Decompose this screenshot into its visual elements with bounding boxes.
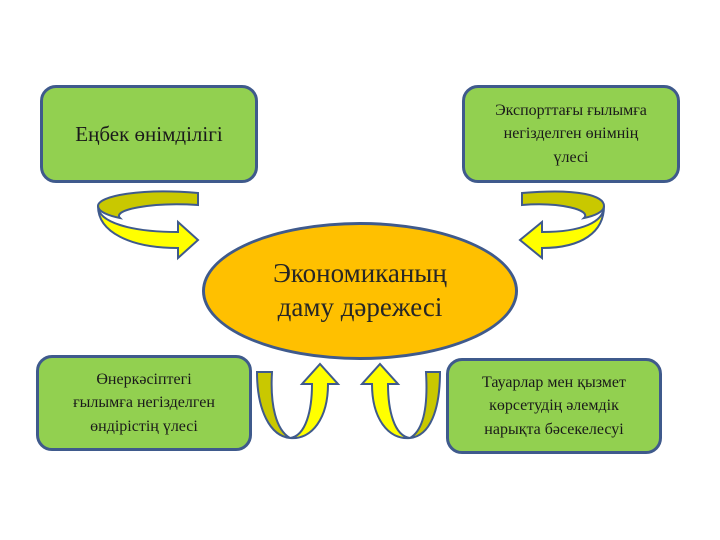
arrow-front-band: [97, 205, 200, 261]
box-label: Экспорттағы ғылымға негізделген өнімнің …: [495, 102, 647, 166]
arrow-back-band: [255, 371, 291, 439]
arrow-back-band: [521, 190, 606, 220]
arrow-front-band: [359, 362, 411, 440]
center-ellipse: Экономиканың даму дәрежесі: [202, 222, 518, 360]
box-market-competitiveness: Тауарлар мен қызмет көрсетудің әлемдік н…: [446, 358, 662, 454]
box-labor-productivity: Еңбек өнімділігі: [40, 85, 258, 183]
box-export-share: Экспорттағы ғылымға негізделген өнімнің …: [462, 85, 680, 183]
curved-arrow-bottom-right: [359, 362, 442, 440]
arrow-back-band: [96, 190, 199, 220]
center-label: Экономиканың даму дәрежесі: [273, 258, 447, 322]
arrow-back-band: [409, 371, 442, 439]
box-label: Еңбек өнімділігі: [75, 121, 223, 146]
box-industry-share: Өнеркәсіптегі ғылымға негізделген өндірі…: [36, 355, 252, 451]
curved-arrow-bottom-left: [255, 362, 341, 440]
box-label: Тауарлар мен қызмет көрсетудің әлемдік н…: [481, 374, 627, 438]
arrow-front-band: [518, 205, 605, 261]
box-label: Өнеркәсіптегі ғылымға негізделген өндірі…: [73, 371, 215, 435]
curved-arrow-top-left: [96, 190, 200, 261]
arrow-front-band: [289, 362, 341, 440]
curved-arrow-top-right: [518, 190, 606, 261]
